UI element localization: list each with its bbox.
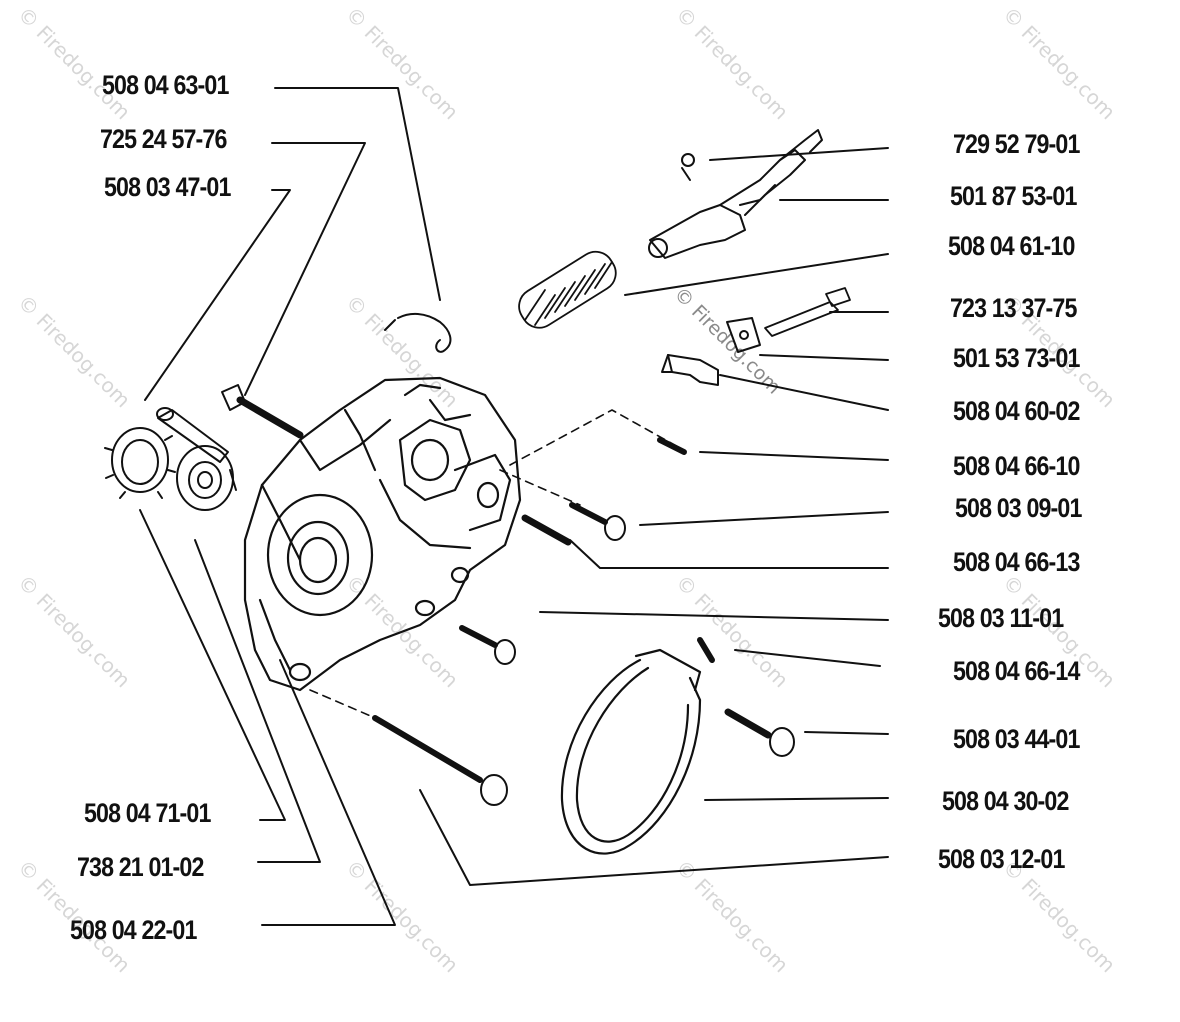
part-label[interactable]: 508 04 61-10: [948, 231, 1075, 261]
part-label[interactable]: 725 24 57-76: [100, 124, 227, 154]
pin-508-04-66-14: [697, 637, 715, 663]
bolt-left: [221, 384, 304, 439]
bolt-long-top: [764, 287, 851, 337]
part-label[interactable]: 508 04 66-10: [953, 451, 1080, 481]
dashed-alignment-lines: [309, 409, 681, 721]
part-label[interactable]: 723 13 37-75: [950, 293, 1077, 323]
wire-spring-clip: [397, 312, 452, 353]
leader-lines-right: [419, 147, 889, 886]
spring-drum: [176, 445, 237, 511]
part-label[interactable]: 508 03 09-01: [955, 493, 1082, 523]
part-label[interactable]: 508 04 71-01: [84, 798, 211, 828]
part-label[interactable]: 508 04 30-02: [942, 786, 1069, 816]
part-label[interactable]: 501 53 73-01: [953, 343, 1080, 373]
part-label[interactable]: 508 04 22-01: [70, 915, 197, 945]
screw-508-03-11-01: [459, 625, 516, 665]
pin-508-04-66-10: [657, 437, 687, 455]
brake-band-bracket: [661, 354, 719, 386]
screw-508-03-09-01: [569, 502, 626, 541]
part-label[interactable]: 738 21 01-02: [77, 852, 204, 882]
part-label[interactable]: 508 04 60-02: [953, 396, 1080, 426]
part-label[interactable]: 508 04 63-01: [102, 70, 229, 100]
part-label[interactable]: 508 04 66-13: [953, 547, 1080, 577]
brake-lever-assembly: [648, 129, 823, 259]
part-label[interactable]: 501 87 53-01: [950, 181, 1077, 211]
part-label[interactable]: 729 52 79-01: [953, 129, 1080, 159]
retaining-washer: [104, 427, 176, 499]
small-hook: [384, 319, 396, 331]
screw-508-03-44-01: [724, 708, 795, 757]
screw-long-508-03-12-01: [372, 715, 508, 806]
compression-spring: [518, 250, 617, 329]
part-label[interactable]: 508 03 44-01: [953, 724, 1080, 754]
part-label[interactable]: 508 04 66-14: [953, 656, 1080, 686]
part-label[interactable]: 508 03 11-01: [938, 603, 1064, 633]
pin-508-04-66-13: [521, 514, 572, 546]
leader-lines-left: [139, 87, 441, 926]
brake-band: [560, 648, 702, 855]
part-label[interactable]: 508 03 12-01: [938, 844, 1065, 874]
clutch-cover-housing: [243, 376, 522, 692]
bracket-plate: [726, 317, 761, 353]
part-label[interactable]: 508 03 47-01: [104, 172, 231, 202]
